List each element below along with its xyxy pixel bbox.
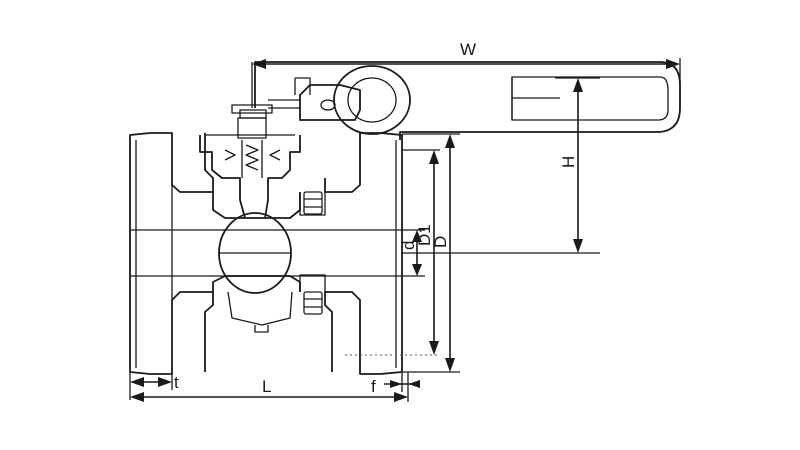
lever-hub [333, 65, 411, 135]
label-L: L [262, 377, 271, 396]
label-d: d [399, 241, 418, 250]
valve-body [129, 132, 403, 375]
label-f: f [371, 377, 376, 396]
lever-handle [254, 61, 681, 140]
lock-plate [299, 84, 361, 121]
label-D1: D1 [415, 224, 434, 246]
bolt-upper [303, 191, 323, 215]
stem-assembly [199, 104, 301, 219]
label-H: H [559, 156, 578, 168]
dimensions [129, 58, 681, 402]
label-D: D [431, 236, 450, 248]
label-W: W [460, 40, 476, 59]
right-flange [324, 132, 403, 375]
bolt-lower [303, 291, 323, 315]
label-t: t [174, 373, 179, 392]
dimension-labels: W H L t f d D1 D [174, 40, 578, 396]
